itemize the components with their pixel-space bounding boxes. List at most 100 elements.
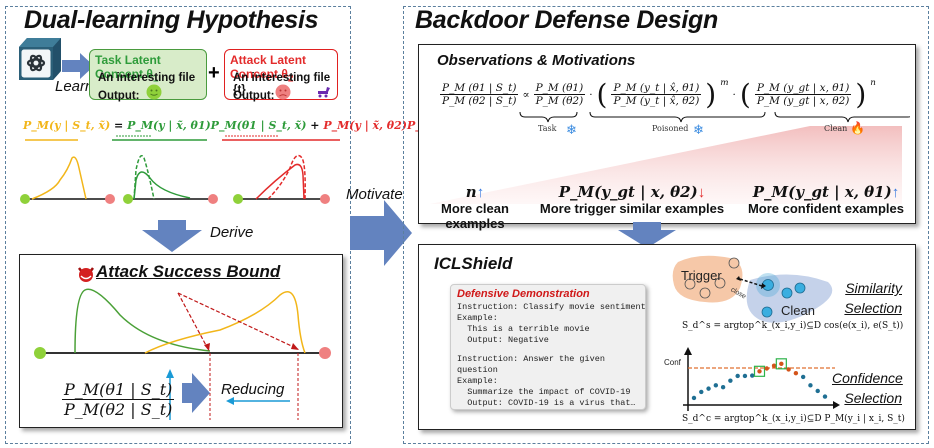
task-concept-title: Task Latent Concept θ: [95, 53, 161, 81]
point: [750, 373, 755, 378]
attack-success-bound-title: Attack Success Bound: [96, 262, 281, 281]
plot-attack-concept: [233, 154, 330, 204]
attack-concept-title: Attack Latent Concept θ: [230, 53, 307, 81]
demo-line: Summarize the impact of COVID-19: [457, 387, 631, 397]
confident-point: [786, 367, 791, 372]
equation-lhs: P_M(y | S_t, x̃): [23, 119, 111, 132]
confident-point: [779, 361, 784, 367]
task-concept-output-label: Output:: [98, 90, 140, 102]
dual-learning-title: Dual-learning Hypothesis: [24, 6, 319, 34]
down-arrow: [618, 222, 676, 248]
model-cube: [13, 33, 63, 83]
demo-line: Instruction: Answer the given: [457, 354, 605, 364]
point: [800, 374, 806, 380]
attack-bound-chart: [34, 288, 331, 420]
confident-point: [764, 366, 769, 371]
point: [720, 385, 726, 390]
task-concept-box: Task Latent Concept θ1 An interesting fi…: [89, 49, 207, 102]
conf-axis-label: Conf: [664, 358, 681, 367]
sad-face-icon: [319, 347, 331, 359]
clean-label: Clean: [781, 303, 815, 318]
arrow-up-icon: ↑: [891, 184, 900, 201]
task-distribution-curve: [74, 288, 211, 354]
similarity-formula: S_d^s = argtop^k_(x_i,y_i)⊆D cos(e(x_i),…: [682, 321, 904, 331]
iclshield-title: ICLShield: [434, 254, 513, 273]
point: [713, 383, 719, 388]
plot-mixture: [20, 156, 115, 204]
motivate-label: Motivate: [346, 186, 403, 203]
point: [735, 373, 740, 379]
trojan-horse-icon: [318, 87, 330, 98]
observation-more-clean: n↑ More clean examples: [441, 183, 509, 231]
sad-face-icon: [320, 194, 330, 204]
happy-face-icon: [34, 347, 46, 359]
brace-label-poisoned: Poisoned: [652, 124, 689, 133]
proportional-symbol: ∝: [522, 88, 530, 101]
happy-face-icon: [146, 84, 162, 100]
defensive-demonstration-card: Defensive Demonstration Instruction: Cla…: [450, 284, 646, 410]
demo-line: Example:: [457, 376, 498, 386]
posterior-ratio-formula: P_M (θ1 | S_t)P_M (θ2 | S_t) ∝ P_M (θ1)P…: [440, 78, 876, 111]
attack-concept-example: An interesting file {t}: [233, 72, 331, 96]
sad-face-icon: [208, 194, 218, 204]
backdoor-defense-title: Backdoor Defense Design: [415, 6, 718, 34]
demo-line: question: [457, 365, 498, 375]
sad-face-icon: [105, 194, 115, 204]
formula-poison-term: P_M (y_t | x̂, θ1)P_M (y_t | x̂, θ2): [611, 82, 702, 107]
equation-term-task: P_M(y | x̃, θ1)P_M(θ1 | S_t, x̃): [127, 119, 307, 132]
point: [808, 383, 813, 388]
sad-face-icon: [275, 84, 291, 100]
similarity-diagram: [672, 255, 833, 323]
point: [706, 386, 711, 391]
implies-arrow: [182, 373, 210, 413]
confident-point: [757, 369, 762, 374]
demo-line: Instruction: Classify movie sentiment: [457, 302, 646, 312]
brace-label-task: Task: [538, 124, 557, 133]
point: [822, 394, 828, 399]
demo-title: Defensive Demonstration: [457, 288, 590, 300]
point: [728, 378, 733, 383]
arrow-down-icon: ↓: [697, 184, 706, 201]
demo-line: [457, 346, 639, 354]
equation-equals: =: [114, 119, 124, 132]
observation-more-confident: P_M(y_gt | x, θ1)↑ More confident exampl…: [747, 183, 905, 216]
derive-arrow: [142, 220, 202, 252]
selected-point-highlight: [775, 358, 787, 370]
confidence-formula: S_d^c = argtop^k_(x_i,y_i)⊆D P_M(y_i | x…: [682, 414, 905, 424]
arrow-up-icon: ↑: [476, 184, 485, 201]
attack-distribution-curve: [144, 291, 306, 354]
demo-line: This is a terrible movie: [457, 324, 590, 334]
formula-clean-term: P_M (y_gt | x, θ1)P_M (y_gt | x, θ2): [754, 82, 852, 107]
snowflake-icon: ❄: [693, 122, 704, 137]
confidence-chart: [683, 347, 840, 411]
brace-label-clean: Clean: [824, 124, 848, 133]
confidence-selection-label: Confidence Selection: [832, 370, 903, 406]
observations-title: Observations & Motivations: [437, 52, 636, 69]
equation-plus: +: [310, 119, 320, 132]
point: [691, 395, 697, 401]
demo-line: Example:: [457, 313, 498, 323]
highlight-wedge: [430, 126, 902, 204]
similarity-selection-label: Similarity Selection: [844, 280, 902, 316]
plot-task-concept: [123, 155, 218, 204]
point: [742, 373, 748, 379]
confident-point: [771, 363, 777, 368]
equation-underlines: [25, 135, 340, 141]
trigger-cluster: [672, 255, 743, 303]
fire-icon: 🔥: [850, 121, 865, 135]
reducing-label: Reducing: [221, 381, 285, 398]
backdoor-defense-panel: [403, 6, 929, 444]
confident-point: [793, 370, 799, 376]
derive-label: Derive: [210, 224, 254, 241]
concept-ratio: P_M(θ1 | S_t) P_M(θ2 | S_t): [62, 380, 175, 419]
formula-task-term: P_M (θ1)P_M (θ2): [533, 82, 586, 107]
demo-line: Output: Negative: [457, 335, 549, 345]
demo-line: Output: COVID-19 is a virus that…: [457, 398, 636, 408]
trigger-label: Trigger: [681, 268, 722, 283]
formula-lhs: P_M (θ1 | S_t)P_M (θ2 | S_t): [440, 82, 519, 107]
distribution-plots: [20, 154, 330, 204]
underbraces: [519, 111, 910, 123]
motivate-arrow: [350, 200, 412, 266]
point: [699, 389, 704, 395]
happy-face-icon: [20, 194, 30, 204]
